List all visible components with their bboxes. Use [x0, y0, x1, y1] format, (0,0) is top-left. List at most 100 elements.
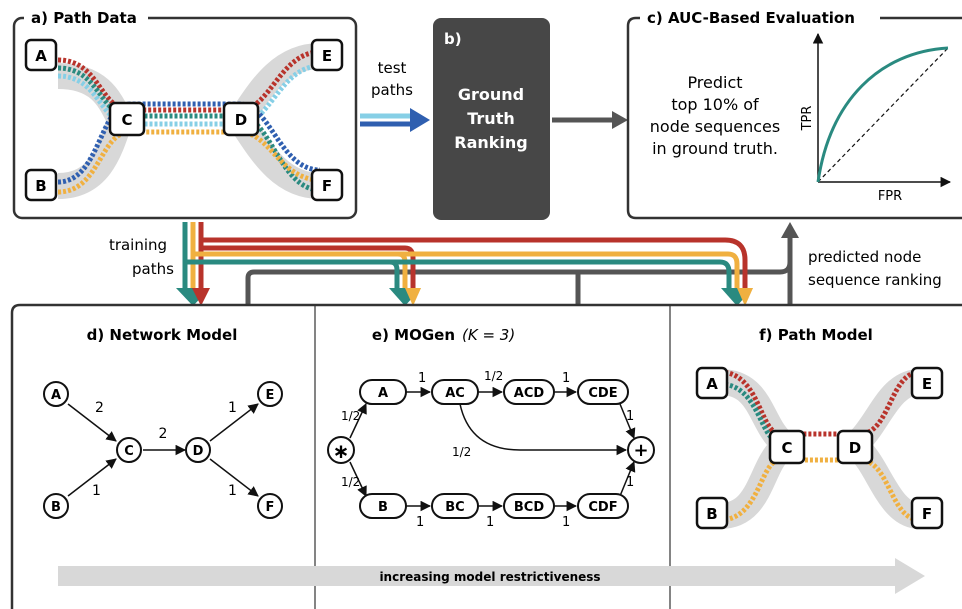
- node-label: C: [121, 111, 132, 129]
- predicted-arrow-head: [781, 222, 799, 238]
- weight-cdf-end: 1: [626, 475, 634, 490]
- weight-b-bc: 1: [416, 515, 424, 530]
- node-a-c: C: [108, 101, 146, 137]
- test-paths-arrow: test paths: [360, 59, 430, 132]
- svg-text:F: F: [266, 500, 275, 515]
- weight-start-b: 1/2: [341, 475, 360, 489]
- svg-text:A: A: [378, 386, 388, 401]
- predicted-label-2: sequence ranking: [808, 271, 942, 289]
- svg-text:D: D: [849, 439, 861, 457]
- panel-e-title: e) MOGen: [372, 326, 455, 344]
- node-label: E: [322, 47, 332, 65]
- node-f-d: D: [836, 429, 874, 465]
- weight-cde-end: 1: [626, 409, 634, 424]
- panel-c-text-2: top 10% of: [671, 95, 759, 114]
- panel-b-line-1: Ground: [458, 85, 524, 104]
- mogen-node-end: +: [627, 436, 655, 464]
- training-label-2: paths: [132, 260, 174, 278]
- panel-b: b) Ground Truth Ranking: [433, 18, 550, 220]
- weight-ac: 2: [95, 400, 104, 416]
- svg-text:∗: ∗: [333, 439, 350, 463]
- node-label: D: [235, 111, 247, 129]
- panel-d-title: d) Network Model: [87, 326, 238, 344]
- weight-df: 1: [228, 483, 237, 499]
- node-f-e: E: [910, 366, 944, 400]
- weight-start-a: 1/2: [341, 409, 360, 423]
- mogen-node-cde: CDE: [577, 379, 629, 405]
- node-f-a: A: [695, 366, 729, 400]
- ranking-arrow-head: [612, 111, 628, 129]
- weight-bcd-cdf: 1: [562, 515, 570, 530]
- roc-xlabel: FPR: [878, 189, 902, 204]
- bottom-box: [10, 303, 962, 609]
- svg-text:C: C: [781, 439, 792, 457]
- svg-text:CDE: CDE: [588, 386, 617, 401]
- panel-f: f) Path Model A B C D E F: [695, 326, 944, 530]
- mogen-node-ac: AC: [431, 379, 479, 405]
- svg-text:A: A: [706, 375, 718, 393]
- svg-text:D: D: [193, 444, 204, 459]
- predicted-label-1: predicted node: [808, 248, 921, 266]
- svg-text:B: B: [51, 500, 61, 515]
- restrictiveness-label: increasing model restrictiveness: [379, 570, 600, 584]
- weight-a-ac: 1: [418, 371, 426, 386]
- panel-e: e) MOGen (K = 3) 1/2 1/2 1 1/2 1 1 1/2 1…: [327, 326, 655, 530]
- panel-c-text-4: in ground truth.: [652, 139, 778, 158]
- roc-plot: FPR TPR: [800, 32, 952, 204]
- roc-diagonal: [817, 47, 949, 183]
- training-label-1: training: [109, 236, 167, 254]
- panel-a-title: a) Path Data: [31, 9, 137, 27]
- svg-text:+: +: [633, 440, 648, 461]
- mogen-node-a: A: [359, 379, 407, 405]
- panel-c-title: c) AUC-Based Evaluation: [647, 9, 855, 27]
- svg-text:C: C: [124, 444, 134, 459]
- node-d-e: E: [257, 381, 283, 407]
- node-d-d: D: [185, 437, 211, 463]
- panel-c: c) AUC-Based Evaluation Predict top 10% …: [626, 8, 962, 220]
- test-paths-label-2: paths: [371, 81, 413, 99]
- svg-text:F: F: [922, 505, 932, 523]
- node-label: F: [322, 177, 332, 195]
- node-a-e: E: [310, 38, 344, 72]
- test-paths-label-1: test: [378, 59, 407, 77]
- weight-acd-cde: 1: [562, 371, 570, 386]
- node-a-f: F: [310, 168, 344, 202]
- training-paths-connector: training paths: [109, 222, 793, 306]
- panel-c-text-3: node sequences: [650, 117, 780, 136]
- weight-ac-end: 1/2: [452, 445, 471, 459]
- roc-ylabel: TPR: [800, 106, 815, 132]
- node-label: B: [35, 177, 46, 195]
- svg-text:A: A: [51, 388, 61, 403]
- node-d-a: A: [43, 381, 69, 407]
- restrictiveness-arrow: increasing model restrictiveness: [58, 558, 925, 594]
- panel-a: a) Path Data A B C D E: [12, 8, 358, 220]
- svg-text:ACD: ACD: [514, 386, 545, 401]
- node-f-c: C: [768, 429, 806, 465]
- svg-text:BCD: BCD: [514, 500, 544, 515]
- svg-text:B: B: [706, 505, 717, 523]
- node-f-f: F: [910, 496, 944, 530]
- panel-d: d) Network Model 2 1 2 1 1 A B C D E F: [43, 326, 283, 519]
- path-bundle-f: [718, 369, 922, 529]
- svg-text:BC: BC: [445, 500, 464, 515]
- svg-text:E: E: [266, 388, 275, 403]
- node-a-a: A: [24, 38, 58, 72]
- node-f-b: B: [695, 496, 729, 530]
- svg-text:AC: AC: [445, 386, 465, 401]
- mogen-node-acd: ACD: [503, 379, 555, 405]
- svg-text:CDF: CDF: [588, 500, 617, 515]
- svg-text:B: B: [378, 500, 388, 515]
- mogen-node-cdf: CDF: [577, 493, 629, 519]
- weight-bc: 1: [92, 483, 101, 499]
- node-d-c: C: [116, 437, 142, 463]
- weight-bc-bcd: 1: [486, 515, 494, 530]
- mogen-node-bcd: BCD: [503, 493, 555, 519]
- panel-b-title: b): [444, 30, 462, 48]
- mogen-node-bc: BC: [431, 493, 479, 519]
- panel-b-line-2: Truth: [467, 109, 514, 128]
- panel-e-math: (K = 3): [462, 326, 515, 344]
- panel-c-text-1: Predict: [687, 73, 742, 92]
- node-d-b: B: [43, 493, 69, 519]
- mogen-node-b: B: [359, 493, 407, 519]
- weight-cd: 2: [159, 426, 168, 442]
